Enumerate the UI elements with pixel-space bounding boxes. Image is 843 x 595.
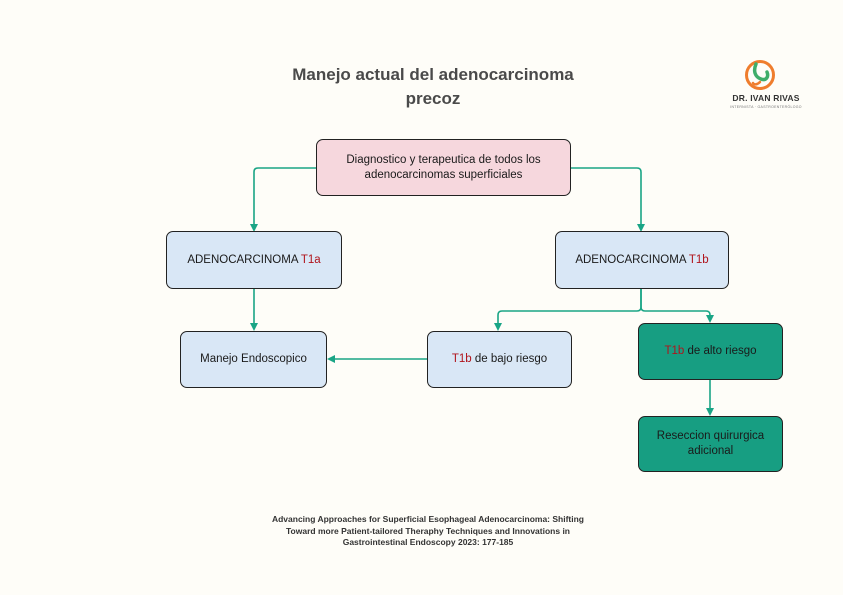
stomach-logo-icon	[745, 60, 775, 90]
high-risk-node: T1b de alto riesgo	[638, 323, 783, 380]
t1b-node: ADENOCARCINOMA T1b	[555, 231, 729, 289]
root-node-label: Diagnostico y terapeutica de todos los a…	[346, 153, 541, 181]
low-risk-tag: T1b	[451, 353, 472, 365]
page-title: Manejo actual del adenocarcinoma precoz	[233, 63, 633, 111]
connector-root-to-t1b	[571, 167, 645, 232]
reference-line-1: Advancing Approaches for Superficial Eso…	[271, 514, 585, 524]
surgical-resection-label: Reseccion quirurgica adicional	[656, 430, 765, 457]
brand-logo: DR. IVAN RIVAS INTERNISTA · GASTROENTERÓ…	[716, 60, 816, 116]
high-risk-label: T1b de alto riesgo	[664, 345, 757, 357]
endoscopic-management-node: Manejo Endoscopico	[180, 331, 327, 388]
reference-line-2: Toward more Patient-tailored Theraphy Te…	[286, 525, 570, 536]
surgical-resection-node: Reseccion quirurgica adicional	[638, 416, 783, 472]
logo-subtitle: INTERNISTA · GASTROENTERÓLOGO	[730, 105, 802, 109]
t1b-node-label: ADENOCARCINOMA T1b	[575, 253, 709, 266]
root-node: Diagnostico y terapeutica de todos los a…	[316, 139, 571, 196]
title-line-2: precoz	[405, 89, 461, 108]
title-line-1: Manejo actual del adenocarcinoma	[292, 65, 574, 84]
t1a-node-label: ADENOCARCINOMA T1a	[187, 253, 321, 266]
reference-citation: Advancing Approaches for Superficial Eso…	[228, 514, 628, 549]
low-risk-node: T1b de bajo riesgo	[427, 331, 572, 388]
high-risk-tag: T1b	[664, 345, 685, 357]
reference-line-3: Gastrointestinal Endoscopy 2023: 177-185	[342, 537, 514, 547]
endoscopic-management-label: Manejo Endoscopico	[200, 353, 307, 365]
logo-name: DR. IVAN RIVAS	[732, 93, 800, 103]
low-risk-label: T1b de bajo riesgo	[451, 353, 548, 365]
t1b-tag: T1b	[688, 253, 709, 266]
t1a-node: ADENOCARCINOMA T1a	[166, 231, 342, 289]
connector-t1b-to-low-risk	[494, 289, 642, 331]
connector-root-to-t1a	[250, 167, 316, 232]
t1a-tag: T1a	[300, 253, 321, 266]
connector-t1b-to-high-risk	[640, 289, 714, 323]
